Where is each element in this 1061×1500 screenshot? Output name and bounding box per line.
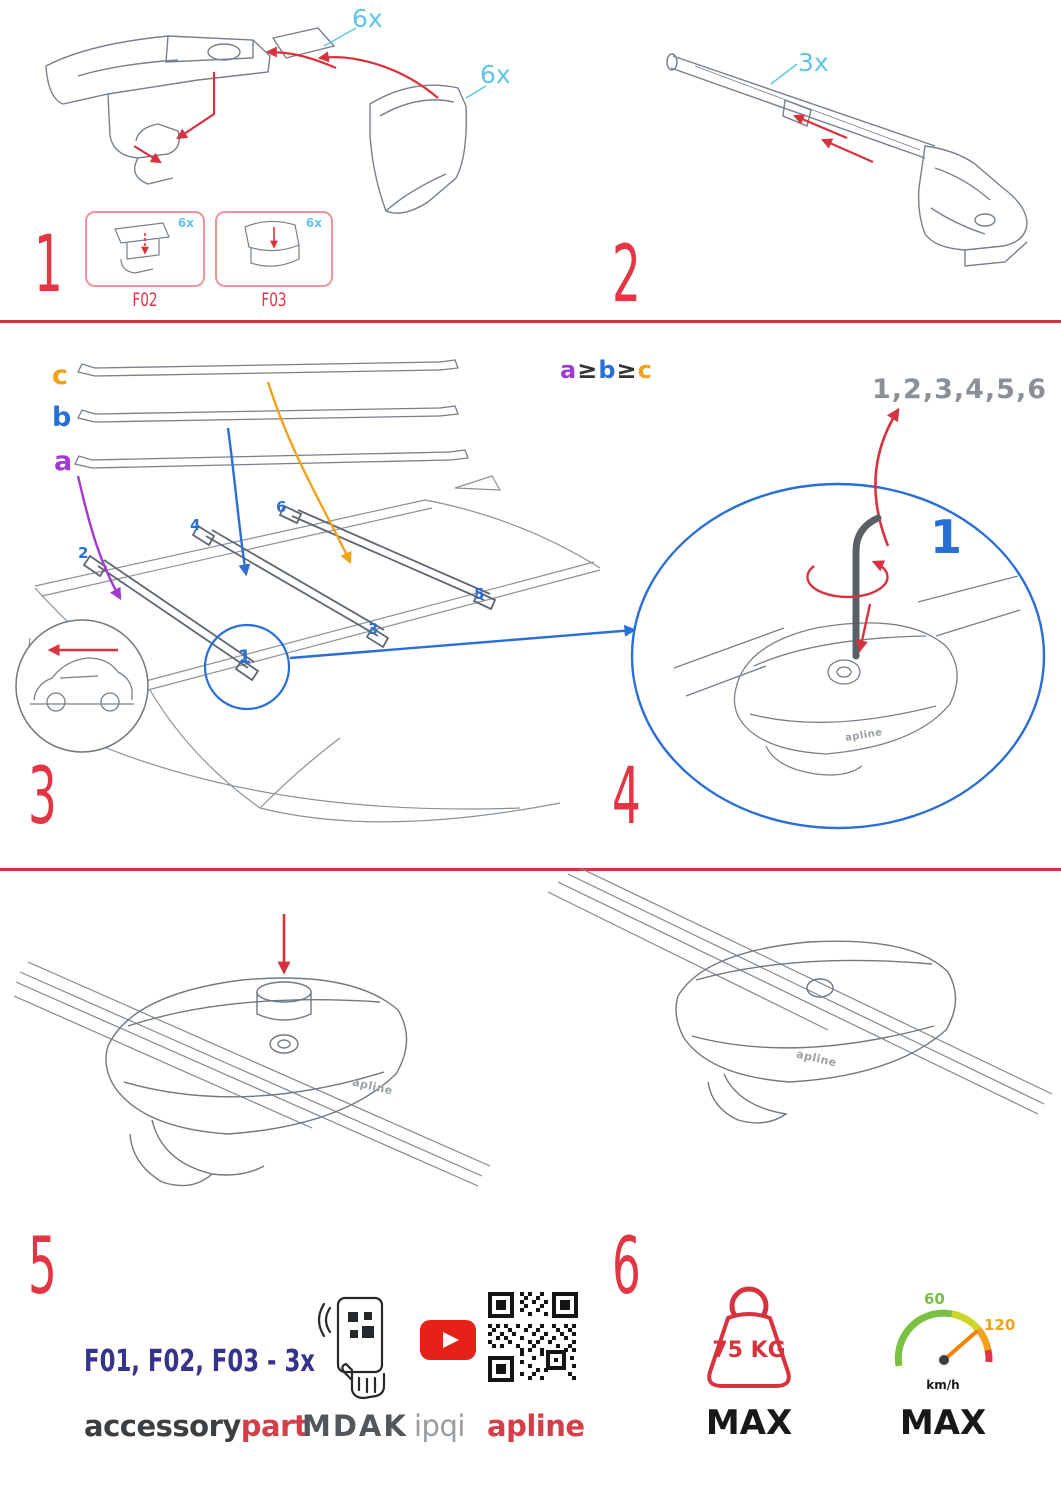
roof-position-2: 2 — [78, 544, 89, 562]
step1-quantity-top-label: 6x — [352, 4, 383, 33]
section-divider-bottom — [0, 868, 1061, 871]
f03-quantity-label: 6x — [305, 216, 322, 230]
bar-label-b: b — [52, 402, 72, 433]
rule-letter-b: b — [598, 356, 617, 384]
roof-position-1: 1 — [238, 646, 252, 668]
rule-letter-c: c — [637, 356, 653, 384]
roof-position-3: 3 — [368, 620, 379, 638]
step-number-4: 4 — [612, 752, 641, 842]
step4-clamp-zoom-drawing — [630, 407, 1046, 830]
speed-limit-icon — [894, 1309, 993, 1367]
parts-box-f02: 6x — [85, 211, 205, 287]
step-number-1: 1 — [34, 220, 63, 310]
qr-code — [486, 1290, 580, 1384]
rule-gte-2: ≥ — [616, 356, 638, 384]
step2-bar-foot-drawing — [666, 53, 1028, 267]
speed-low-label: 60 — [924, 1290, 945, 1308]
brand-accessorypart: accessorypart — [84, 1409, 308, 1443]
sequence-first-number: 1 — [930, 510, 963, 564]
step3-roof-installation-drawing — [15, 359, 637, 823]
f03-part-drawing — [244, 220, 300, 267]
speed-high-label: 120 — [984, 1316, 1016, 1334]
step5-knob-tighten-drawing — [13, 914, 491, 1187]
rule-letter-a: a — [560, 356, 578, 384]
roof-position-6: 6 — [276, 498, 287, 516]
weight-limit-value: 75 KG — [712, 1338, 786, 1363]
brand-accessory-part2: part — [240, 1409, 308, 1443]
bar-length-rule: a≥b≥c — [560, 356, 653, 384]
step-number-2: 2 — [612, 230, 641, 320]
parts-box-f03: 6x — [215, 211, 333, 287]
step1-quantity-side-label: 6x — [480, 60, 511, 89]
youtube-icon — [420, 1320, 476, 1360]
rule-gte-1: ≥ — [577, 356, 599, 384]
brand-apline: apline — [487, 1409, 585, 1443]
tightening-sequence-label: 1,2,3,4,5,6 — [872, 374, 1048, 405]
brand-accessory-part1: accessory — [84, 1409, 241, 1443]
weight-limit-max-label: MAX — [705, 1403, 793, 1443]
step2-quantity-label: 3x — [798, 48, 829, 77]
speed-limit-max-label: MAX — [899, 1403, 987, 1443]
speed-unit-label: km/h — [926, 1378, 960, 1392]
roof-position-4: 4 — [190, 516, 201, 534]
step-number-3: 3 — [28, 752, 57, 842]
parts-quantity-line: F01, F02, F03 - 3x — [84, 1344, 316, 1379]
f03-code-label: F03 — [261, 289, 287, 311]
brand-ipqi: ipqi — [414, 1409, 465, 1443]
step1-bar-endcap-drawing — [45, 27, 487, 214]
weight-limit-icon — [707, 1286, 791, 1388]
phone-qr-scan-icon — [317, 1296, 386, 1400]
step-number-5: 5 — [28, 1222, 57, 1312]
step-number-6: 6 — [612, 1222, 641, 1312]
f02-part-drawing — [114, 222, 170, 274]
step6-clamp-closed-drawing — [547, 868, 1053, 1124]
roof-position-5: 5 — [474, 585, 485, 603]
bar-label-a: a — [54, 446, 73, 477]
brand-mdak: MDAK — [302, 1409, 408, 1443]
section-divider-top — [0, 320, 1061, 323]
f02-quantity-label: 6x — [177, 216, 194, 230]
f02-code-label: F02 — [132, 289, 158, 311]
bar-label-c: c — [52, 360, 69, 391]
